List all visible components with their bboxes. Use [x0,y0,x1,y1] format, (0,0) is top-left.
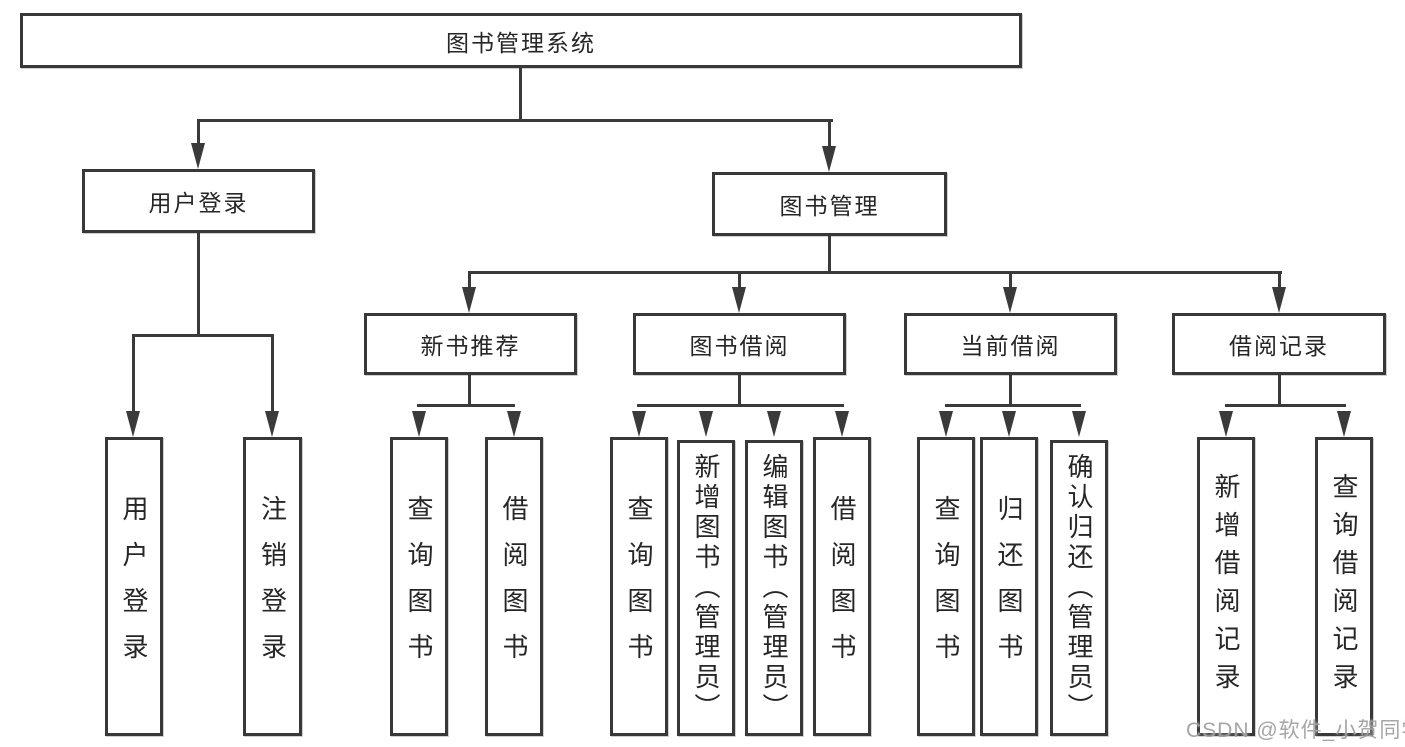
arrow-down-icon [939,411,953,437]
node-user-login: 用户登录 [82,169,315,233]
connector-l2-branch [197,119,833,122]
arrow-down-icon [1002,411,1016,437]
node-new-book-recommend: 新书推荐 [364,313,577,375]
arrow-down-icon [412,411,426,437]
leaf-query-borrow-record: 查询借阅记录 [1315,437,1373,736]
arrow-down-icon [462,287,476,313]
leaf-logout: 注销登录 [243,437,302,736]
connector-user-login-stem [197,233,200,337]
leaf-user-login: 用户登录 [105,437,163,736]
arrow-down-icon [822,146,836,172]
csdn-watermark: CSDN @软件_小贺同学 [1186,719,1405,742]
node-borrowing-records: 借阅记录 [1172,313,1386,375]
connector-drop-user-login [197,119,200,145]
arrow-down-icon [1003,287,1017,313]
connector-l3-branch [469,271,1282,274]
connector-drop-leaf-login [132,334,135,411]
arrow-down-icon [1272,287,1286,313]
connector-stem-new-book [468,375,471,407]
connector-branch-new-book [417,404,515,407]
connector-drop-new-book [468,271,471,287]
arrow-down-icon [835,411,849,437]
connector-user-login-branch [132,334,274,337]
leaf-borrow-books-recommend: 借阅图书 [485,437,543,736]
arrow-down-icon [126,411,140,437]
leaf-add-borrow-record: 新增借阅记录 [1197,437,1255,736]
leaf-query-books-current: 查询图书 [917,437,975,736]
connector-drop-current-borrow [1009,271,1012,287]
connector-drop-book-mgmt [828,119,831,147]
connector-branch-current-borrow [945,404,1081,407]
arrow-down-icon [1337,411,1351,437]
arrow-down-icon [1072,411,1086,437]
arrow-down-icon [191,143,205,169]
leaf-borrow-books: 借阅图书 [813,437,871,736]
arrow-down-icon [265,411,279,437]
connector-book-mgmt-stem [828,236,831,274]
node-book-management: 图书管理 [712,172,947,236]
node-book-borrowing: 图书借阅 [633,313,846,375]
connector-drop-book-borrow [738,271,741,287]
arrow-down-icon [507,411,521,437]
connector-branch-book-borrow [637,404,844,407]
connector-stem-current-borrow [1009,375,1012,407]
leaf-confirm-return-admin: 确认归还（管理员） [1050,440,1108,736]
arrow-down-icon [699,411,713,437]
connector-branch-borrow-records [1225,404,1346,407]
arrow-down-icon [632,411,646,437]
connector-drop-leaf-logout [271,334,274,411]
connector-stem-book-borrow [738,375,741,407]
arrow-down-icon [1219,411,1233,437]
arrow-down-icon [767,411,781,437]
leaf-edit-books-admin: 编辑图书（管理员） [745,440,803,736]
connector-stem-borrow-records [1278,375,1281,407]
node-root-system: 图书管理系统 [20,13,1022,68]
leaf-return-books: 归还图书 [980,437,1038,736]
connector-drop-borrow-records [1278,271,1281,287]
node-current-borrowing: 当前借阅 [904,313,1117,375]
leaf-add-books-admin: 新增图书（管理员） [677,440,735,736]
connector-root-stem [519,68,522,121]
leaf-query-books-recommend: 查询图书 [390,437,448,736]
leaf-query-books-borrowing: 查询图书 [610,437,668,736]
arrow-down-icon [732,287,746,313]
